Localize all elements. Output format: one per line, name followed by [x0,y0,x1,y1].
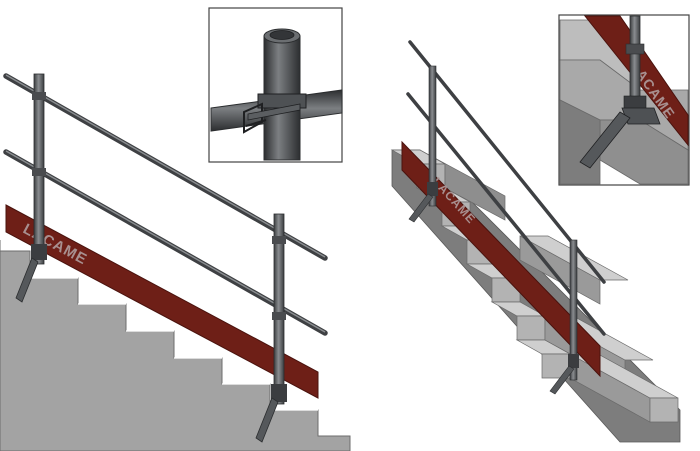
left-post-1 [15,73,47,303]
base-detail-inset: LACAME [558,14,690,186]
left-mid-rail [3,149,328,336]
left-stair-steps-lines [30,277,318,411]
left-top-rail-highlight [5,74,326,258]
left-top-rail [3,73,328,261]
left-post-2 [255,213,287,443]
right-post-1 [408,65,438,223]
guardrail-post-icon: LACAME [559,15,689,185]
left-mid-rail-highlight [5,150,326,333]
right-toe-board [401,140,601,378]
right-iso-view: LACAME [390,40,681,443]
clamp-detail-icon [210,28,343,161]
left-side-view: LACAME [0,73,351,451]
right-post-2 [549,239,579,395]
clamp-detail-inset [208,7,343,163]
left-stair-profile [0,240,351,451]
left-toe-board [5,204,319,399]
